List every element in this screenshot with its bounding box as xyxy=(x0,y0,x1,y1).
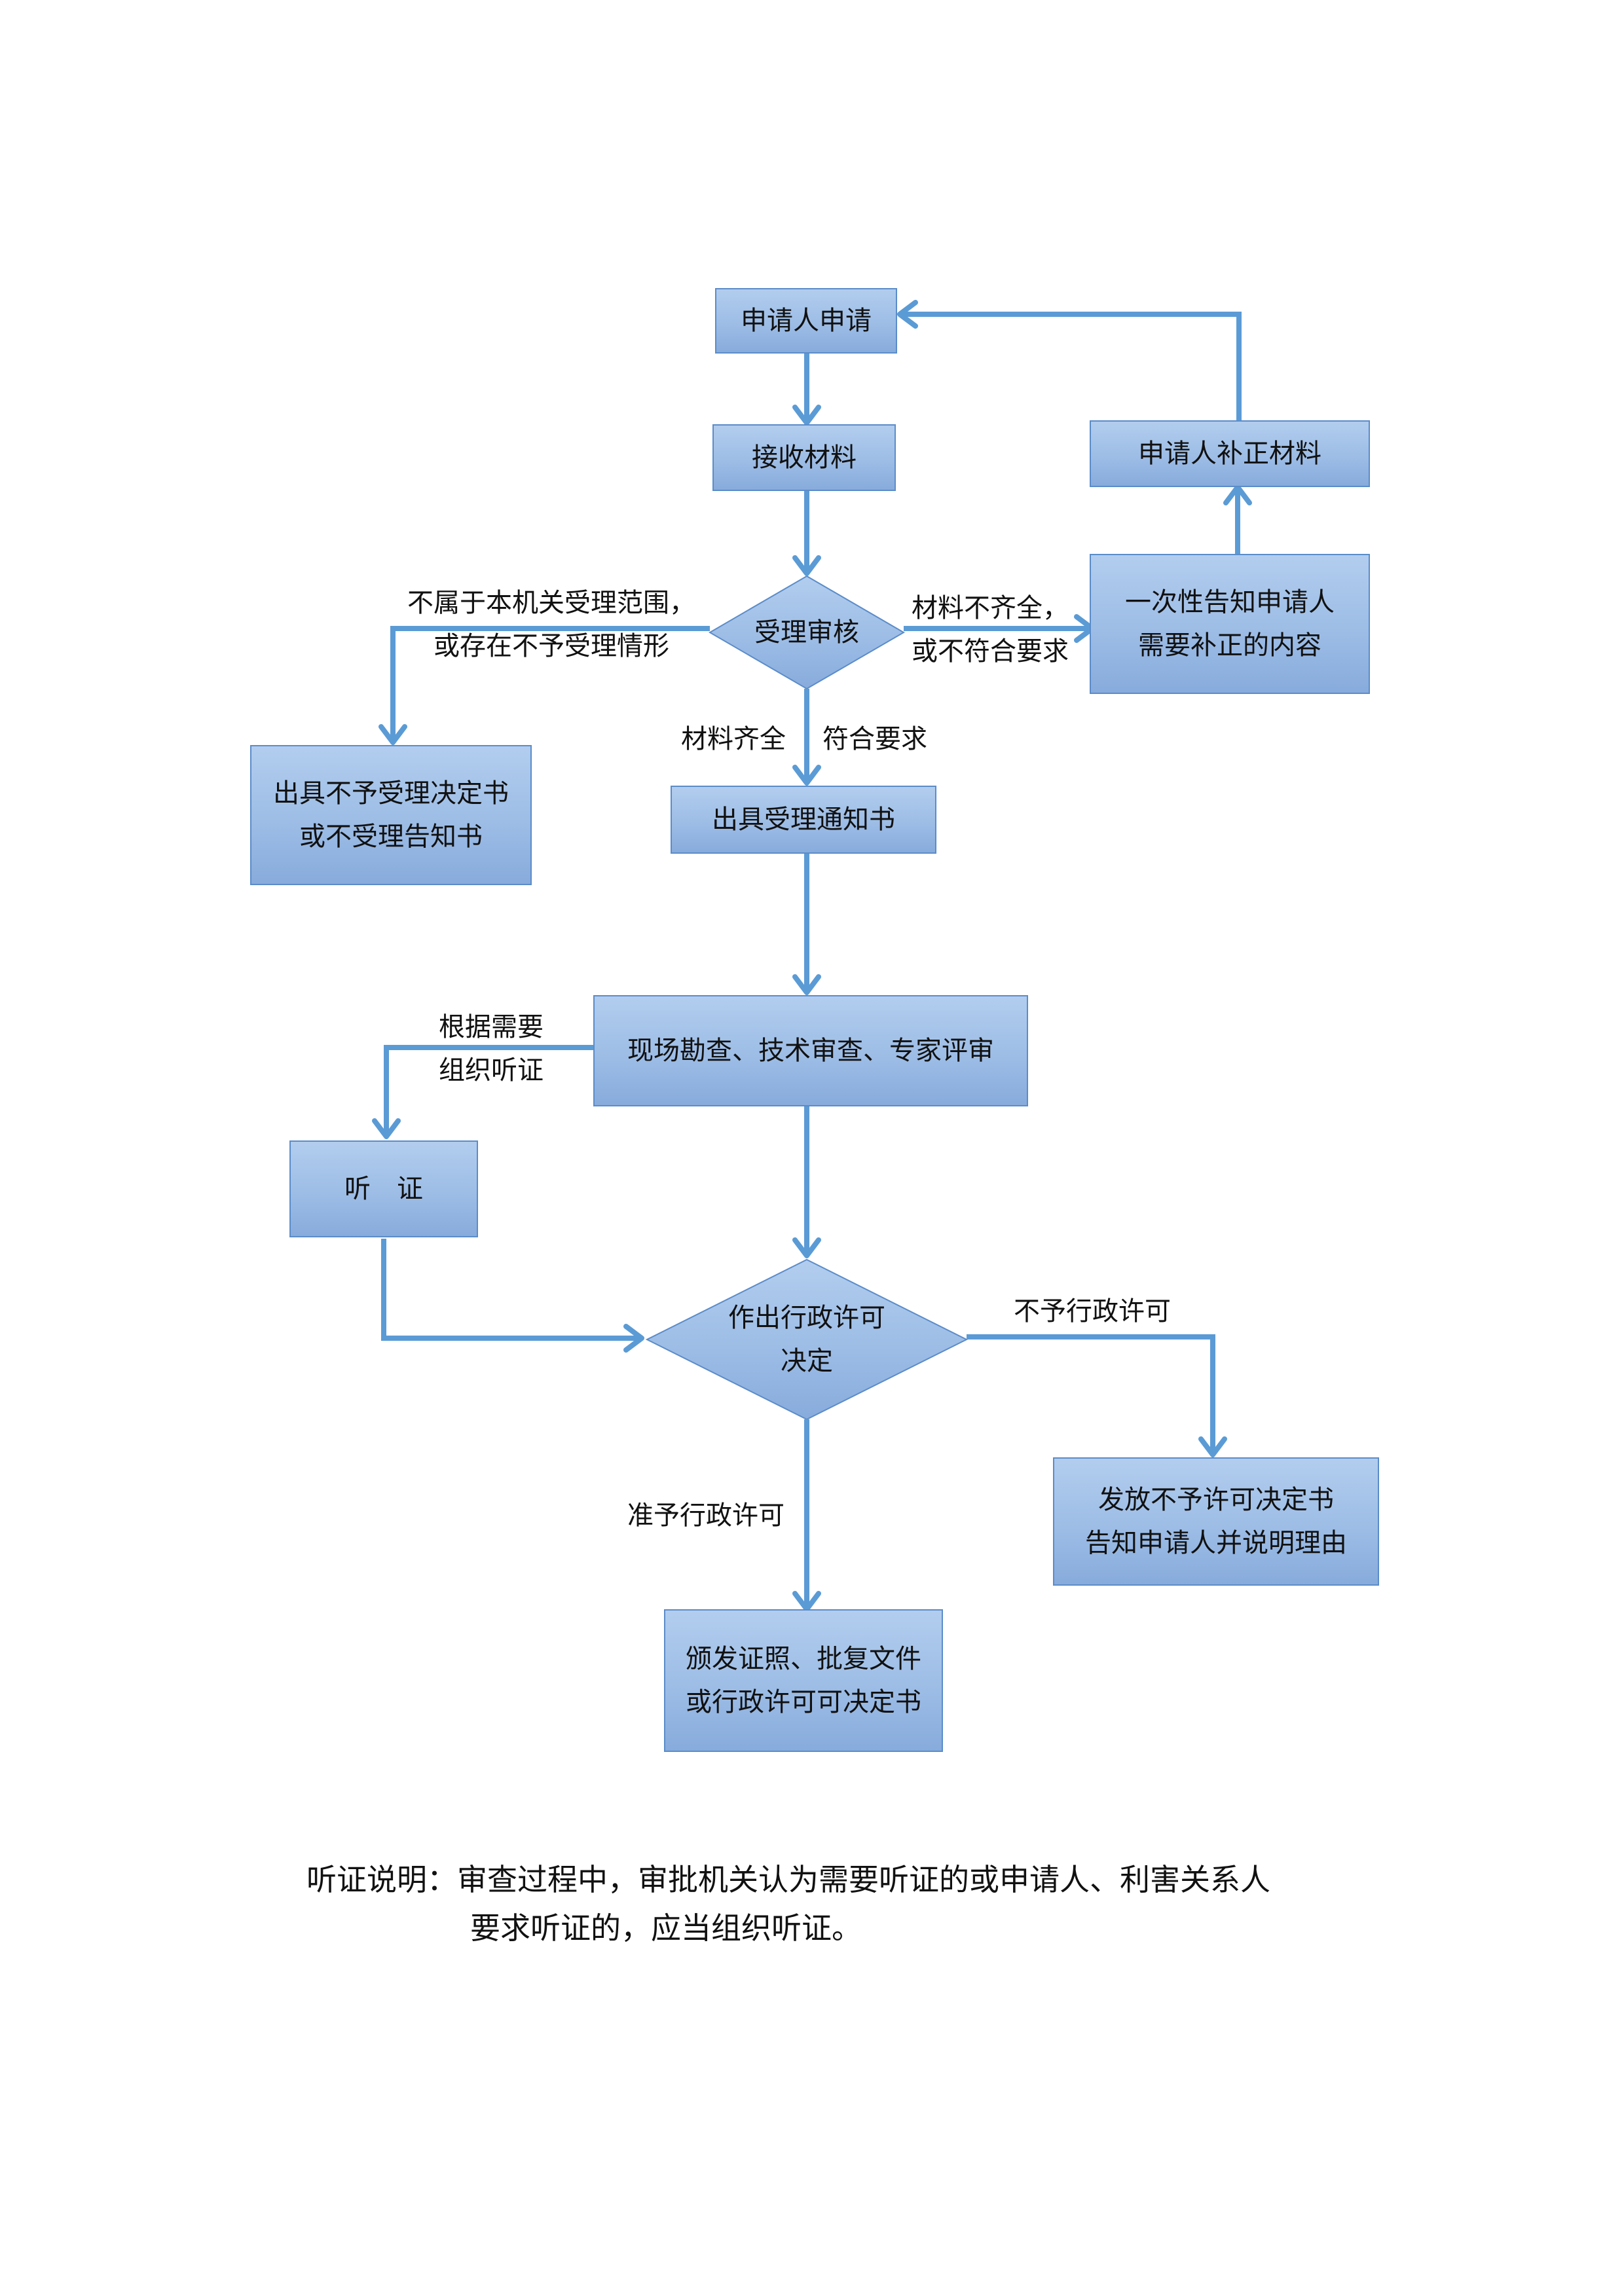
node-supplement-label: 申请人补正材料 xyxy=(1138,439,1321,469)
node-hearing: 听 证 xyxy=(289,1140,478,1237)
hearing-note-line-1: 听证说明：审查过程中，审批机关认为需要听证的或申请人、利害关系人 xyxy=(306,1855,1270,1904)
label-complete: 材料齐全 xyxy=(681,718,786,761)
hearing-needed-line-1: 根据需要 xyxy=(439,1012,544,1042)
arrowhead-review xyxy=(792,555,821,576)
out-of-scope-line-2: 或存在不予受理情形 xyxy=(434,631,669,661)
node-inspection-label: 现场勘查、技术审查、专家评审 xyxy=(627,1036,994,1066)
decision-line-2: 决定 xyxy=(781,1346,833,1376)
label-deny-text: 不予行政许可 xyxy=(1014,1296,1171,1326)
node-review: 受理审核 xyxy=(710,609,904,656)
hearing-note-text-1: 审查过程中，审批机关认为需要听证的或申请人、利害关系人 xyxy=(457,1862,1270,1897)
arrow-inspection-to-hearing xyxy=(384,1045,593,1133)
label-meets-requirements-text: 符合要求 xyxy=(822,724,927,754)
node-decision: 作出行政许可 决定 xyxy=(676,1294,938,1385)
arrowhead-decision-top xyxy=(792,1237,821,1258)
arrowhead-not-accepted xyxy=(378,724,407,745)
label-grant: 准予行政许可 xyxy=(627,1494,784,1537)
node-inspection: 现场勘查、技术审查、专家评审 xyxy=(593,995,1028,1106)
arrowhead-supplement xyxy=(1223,484,1252,505)
node-apply-label: 申请人申请 xyxy=(741,306,872,336)
arrowhead-receive xyxy=(792,405,821,426)
node-notify-once: 一次性告知申请人 需要补正的内容 xyxy=(1090,554,1370,694)
deny-line-2: 告知申请人并说明理由 xyxy=(1085,1528,1347,1558)
incomplete-line-2: 或不符合要求 xyxy=(912,636,1069,666)
label-grant-text: 准予行政许可 xyxy=(627,1501,784,1531)
issue-line-2: 或行政许可可决定书 xyxy=(686,1687,921,1717)
arrow-supplement-to-apply xyxy=(902,312,1242,420)
node-hearing-label: 听 证 xyxy=(344,1174,423,1204)
notify-line-2: 需要补正的内容 xyxy=(1138,630,1321,661)
not-accepted-line-2: 或不受理告知书 xyxy=(299,822,483,852)
arrow-hearing-to-decision xyxy=(381,1239,638,1341)
decision-line-1: 作出行政许可 xyxy=(728,1303,885,1333)
arrowhead-deny xyxy=(1198,1436,1227,1457)
hearing-note: 听证说明：审查过程中，审批机关认为需要听证的或申请人、利害关系人 xyxy=(306,1855,1270,1904)
incomplete-line-1: 材料不齐全， xyxy=(912,593,1069,623)
arrowhead-apply xyxy=(897,300,918,329)
label-out-of-scope: 不属于本机关受理范围， 或存在不予受理情形 xyxy=(401,581,702,668)
node-supplement-materials: 申请人补正材料 xyxy=(1090,420,1370,487)
label-hearing-needed: 根据需要 组织听证 xyxy=(439,1006,544,1092)
node-deny-notice: 发放不予许可决定书 告知申请人并说明理由 xyxy=(1053,1457,1379,1586)
node-accept-notice-label: 出具受理通知书 xyxy=(712,805,895,835)
node-receive-label: 接收材料 xyxy=(752,443,857,473)
notify-line-1: 一次性告知申请人 xyxy=(1125,587,1335,617)
label-deny: 不予行政许可 xyxy=(1014,1290,1171,1333)
label-incomplete: 材料不齐全， 或不符合要求 xyxy=(912,587,1069,673)
arrowhead-inspection xyxy=(792,974,821,995)
arrowhead-decision-left xyxy=(623,1324,644,1353)
label-meets-requirements: 符合要求 xyxy=(822,718,927,761)
hearing-needed-line-2: 组织听证 xyxy=(439,1055,544,1085)
label-complete-text: 材料齐全 xyxy=(681,724,786,754)
node-issue-license: 颁发证照、批复文件 或行政许可可决定书 xyxy=(664,1609,943,1752)
node-apply: 申请人申请 xyxy=(715,288,897,354)
hearing-note-text-2: 要求听证的，应当组织听证。 xyxy=(470,1910,862,1946)
deny-line-1: 发放不予许可决定书 xyxy=(1098,1485,1334,1515)
node-accept-notice: 出具受理通知书 xyxy=(671,786,936,854)
arrow-review-to-not-accepted xyxy=(390,626,710,738)
node-receive: 接收材料 xyxy=(712,424,896,491)
hearing-note-continued: 要求听证的，应当组织听证。 xyxy=(470,1904,862,1952)
issue-line-1: 颁发证照、批复文件 xyxy=(686,1644,921,1674)
node-not-accepted: 出具不予受理决定书 或不受理告知书 xyxy=(250,745,532,885)
arrow-decision-to-deny xyxy=(967,1334,1215,1451)
out-of-scope-line-1: 不属于本机关受理范围， xyxy=(407,588,695,618)
arrowhead-hearing xyxy=(372,1118,401,1139)
hearing-note-label: 听证说明： xyxy=(306,1862,457,1897)
not-accepted-line-1: 出具不予受理决定书 xyxy=(273,778,509,809)
node-review-label: 受理审核 xyxy=(754,617,859,647)
arrowhead-accept-notice xyxy=(792,765,821,786)
